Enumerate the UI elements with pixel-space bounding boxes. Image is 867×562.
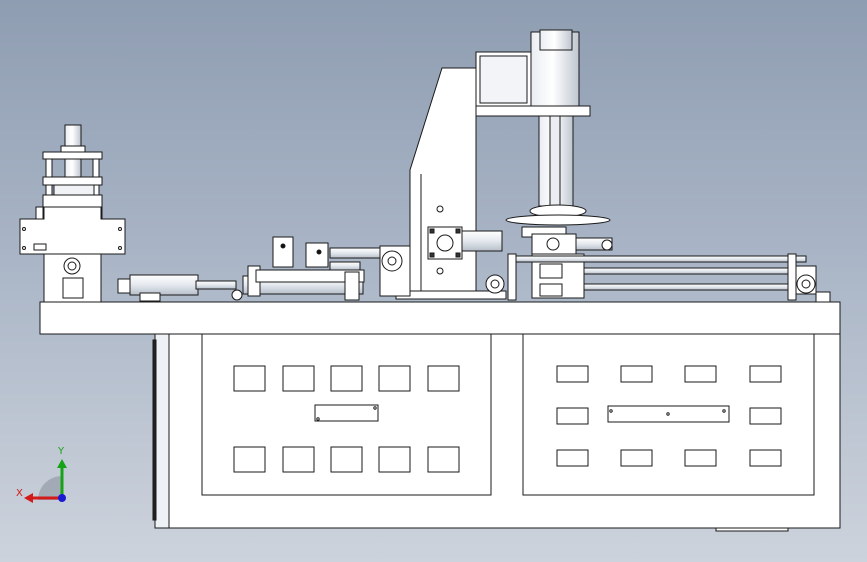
press-cylinder-flange [60, 145, 86, 153]
press-die-block [53, 184, 95, 196]
tower-bearing [436, 234, 454, 252]
screw-hole [609, 409, 613, 413]
screw-hole [316, 417, 320, 421]
corner-screw [429, 252, 435, 258]
feed-rod-joint [231, 289, 243, 301]
table-top-plate [39, 301, 841, 335]
feed-cylinder-mount [139, 292, 161, 302]
cutter-jaw [539, 283, 563, 297]
right-panel-slot [556, 407, 589, 425]
z-axis-dot-icon [58, 494, 66, 502]
rail-end-plate [787, 253, 797, 301]
corner-screw [429, 228, 435, 234]
cylinder-rear-mount [344, 271, 360, 301]
guide-rail [583, 267, 791, 275]
cutter-jaw [539, 263, 563, 279]
press-sensor [33, 243, 47, 251]
left-panel-slot [427, 365, 460, 392]
main-cylinder-top [255, 269, 365, 283]
x-axis-label: X [16, 488, 23, 499]
right-panel-slot [620, 449, 653, 467]
right-panel-slot [556, 365, 589, 383]
left-control-panel [201, 333, 492, 496]
left-panel-slot [233, 446, 266, 473]
screw-hole [118, 246, 122, 250]
tower-base-plate [395, 290, 507, 300]
left-panel-slot [330, 365, 363, 392]
corner-screw [455, 228, 461, 234]
right-panel-slot [620, 365, 653, 383]
central-tower [379, 29, 611, 300]
guide-rail-set [515, 253, 831, 303]
right-panel-slot [749, 449, 782, 467]
cutter-rod-end [601, 239, 613, 251]
screw-hole [666, 412, 670, 416]
left-press-unit [19, 124, 126, 303]
rail-end-plate [507, 253, 517, 301]
feed-rod [195, 280, 237, 290]
right-panel-slot [684, 365, 717, 383]
press-inner-block [62, 277, 84, 299]
cabinet-edge-shadow [152, 339, 157, 521]
right-panel-slot [684, 449, 717, 467]
press-bearing-core [67, 261, 77, 271]
left-panel-slot [330, 446, 363, 473]
bracket-hole [280, 243, 286, 249]
motor-face [479, 55, 528, 104]
guide-rail [515, 255, 807, 263]
screw-hole [373, 406, 377, 410]
cabinet-side-rail [154, 333, 170, 529]
left-panel-slot [282, 365, 315, 392]
motor-cap [539, 29, 573, 51]
right-panel-slot [749, 407, 782, 425]
left-panel-slot [233, 365, 266, 392]
press-middle-plate [42, 176, 103, 186]
left-panel-slot [282, 446, 315, 473]
press-piston-rod [64, 158, 82, 180]
screw-hole [22, 227, 26, 231]
cabinet-foot [715, 527, 789, 532]
cylinder-bracket [305, 242, 329, 268]
x-axis-arrowhead-icon [24, 493, 33, 503]
feed-cylinder-assembly [117, 236, 391, 302]
screw-hole [118, 227, 122, 231]
guide-rod [329, 261, 361, 271]
motor-mount-plate [475, 105, 591, 117]
right-panel-slot [556, 449, 589, 467]
rail-foot [815, 291, 831, 303]
guide-rail [583, 283, 791, 291]
right-control-panel [522, 333, 815, 496]
spindle-shaft [549, 115, 561, 207]
tower-bolt [436, 205, 444, 213]
screw-hole [722, 409, 726, 413]
right-panel-slot [749, 365, 782, 383]
drive-roller-hub [387, 256, 397, 266]
left-panel-slot [378, 365, 411, 392]
screw-hole [22, 246, 26, 250]
left-panel-slot [378, 446, 411, 473]
press-cylinder-cap [64, 124, 82, 150]
triad-plane-icon [38, 476, 62, 500]
y-axis-arrowhead-icon [57, 459, 67, 468]
cutter-bearing [546, 237, 560, 251]
left-nameplate [314, 404, 379, 422]
guide-wheel-hub [490, 279, 500, 289]
guide-wheel-hub [801, 279, 811, 289]
cylinder-bracket [272, 236, 294, 268]
corner-screw [455, 252, 461, 258]
left-panel-slot [427, 446, 460, 473]
tower-column [409, 67, 477, 297]
y-axis-label: Y [57, 446, 65, 457]
tower-bolt [436, 267, 444, 275]
cutter-disc [505, 214, 611, 226]
tower-shaft [461, 230, 503, 252]
bracket-hole [316, 249, 322, 255]
feed-cylinder-barrel [129, 274, 199, 296]
press-top-plate [42, 151, 103, 160]
orientation-triad: X Y [16, 446, 67, 503]
